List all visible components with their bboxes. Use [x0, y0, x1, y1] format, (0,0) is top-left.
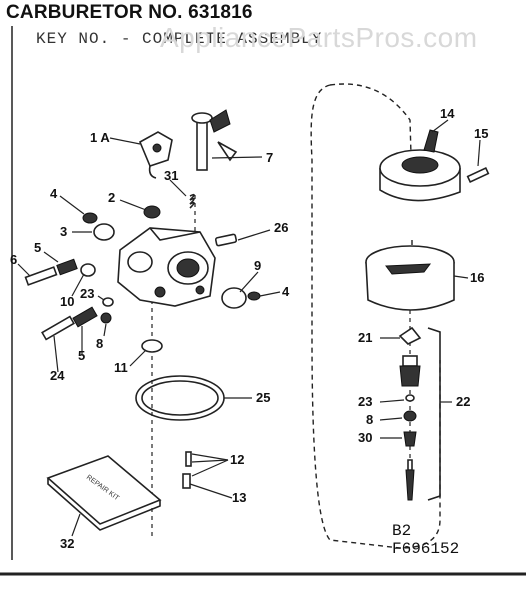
part-label-11: 11 — [114, 360, 128, 375]
part-label-8-right: 8 — [366, 412, 373, 427]
part-label-23-right: 23 — [358, 394, 372, 409]
gasket-part-9 — [221, 287, 247, 309]
cup-plug — [141, 339, 163, 353]
screw-part-2 — [143, 205, 161, 219]
fuel-bowl — [365, 245, 455, 311]
part-label-21: 21 — [358, 330, 372, 345]
part-label-24: 24 — [50, 368, 65, 383]
small-spring — [189, 193, 195, 209]
screw-part-4-right — [247, 291, 261, 301]
fuel-fitting — [214, 233, 238, 247]
part-label-22: 22 — [456, 394, 470, 409]
part-labels: 1 A 7 31 4 2 3 26 5 6 9 4 10 23 8 5 24 1… — [10, 106, 488, 551]
code-line-2: F696152 — [392, 540, 460, 558]
repair-kit-card: REPAIR KIT — [46, 455, 162, 531]
bowl-gasket — [135, 375, 225, 421]
part-label-4-right: 4 — [282, 284, 290, 299]
watermark: AppliancePartsPros.com — [160, 22, 478, 53]
part-label-10: 10 — [60, 294, 74, 309]
part-label-15: 15 — [474, 126, 488, 141]
part-label-5: 5 — [34, 240, 41, 255]
part-label-13: 13 — [232, 490, 246, 505]
part-label-9: 9 — [254, 258, 261, 273]
o-ring-part-8 — [100, 312, 112, 324]
part-label-14: 14 — [440, 106, 455, 121]
leader-lines — [17, 119, 481, 537]
part-label-25: 25 — [256, 390, 270, 405]
part-label-1a: 1 A — [90, 130, 110, 145]
throttle-plate — [93, 223, 115, 241]
dashed-line-upper — [329, 83, 413, 191]
part-label-26: 26 — [274, 220, 288, 235]
part-label-6: 6 — [10, 252, 17, 267]
dashed-assembly-line — [310, 84, 441, 549]
part-label-8: 8 — [96, 336, 103, 351]
part-label-32: 32 — [60, 536, 74, 551]
idle-screw-assembly — [24, 258, 78, 286]
pin-part-12 — [185, 451, 192, 467]
part-label-16: 16 — [470, 270, 484, 285]
bracket-part-22 — [427, 327, 441, 501]
part-label-2: 2 — [108, 190, 115, 205]
diagram-subtitle: KEY NO. - COMPLETE ASSEMBLY — [36, 30, 323, 48]
float-pin — [466, 166, 490, 184]
float-cover — [379, 129, 461, 202]
part-label-30: 30 — [358, 430, 372, 445]
part-label-7: 7 — [266, 150, 273, 165]
bowl-gasket-inner — [141, 380, 219, 416]
choke-shaft — [191, 109, 238, 171]
washer-part-23 — [102, 297, 114, 307]
pin-part-13 — [182, 473, 191, 489]
main-jet-screw — [41, 306, 98, 341]
carburetor-body — [117, 227, 216, 307]
part-label-12: 12 — [230, 452, 244, 467]
part-label-31: 31 — [164, 168, 178, 183]
part-label-5-lower: 5 — [78, 348, 85, 363]
part-label-23: 23 — [80, 286, 94, 301]
clip-part-21 — [398, 326, 422, 345]
throttle-lever — [138, 131, 173, 179]
screw-top-left — [82, 212, 98, 224]
code-line-1: B2 — [392, 522, 412, 540]
part-label-4: 4 — [50, 186, 58, 201]
part-label-3: 3 — [60, 224, 67, 239]
washer-part-10 — [80, 263, 96, 277]
diagram-title: CARBURETOR NO. 631816 — [6, 2, 253, 23]
needle-seat-assembly — [399, 355, 421, 501]
